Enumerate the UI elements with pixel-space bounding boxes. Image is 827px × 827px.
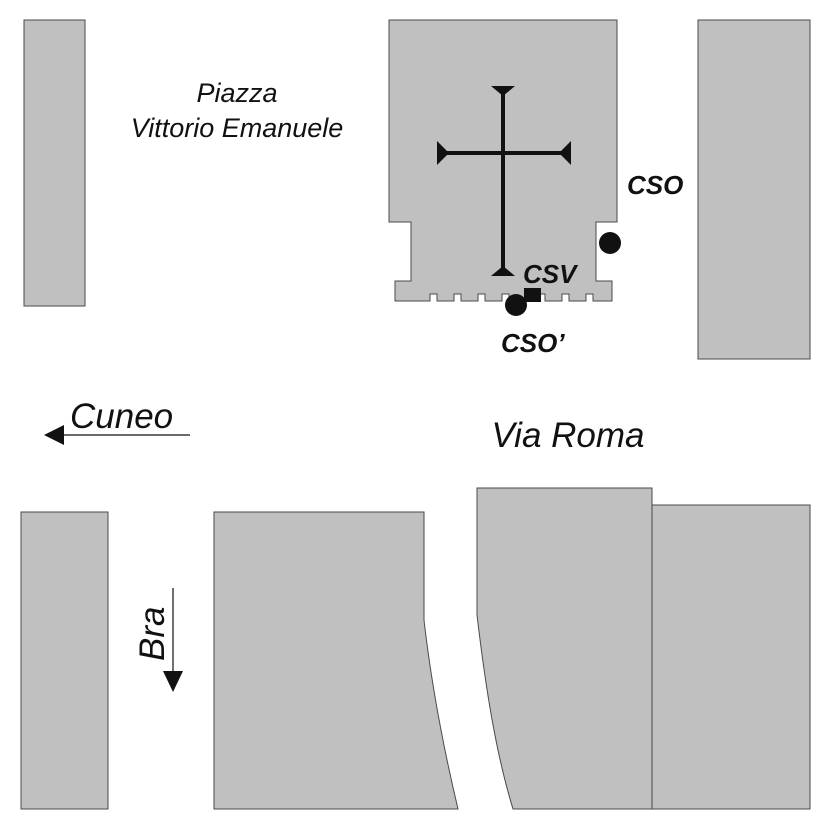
arrow-down-icon [163, 671, 183, 692]
cross-icon [437, 86, 571, 276]
building-bottom-center-right [476, 487, 653, 810]
piazza-label-line1: Piazza [196, 78, 277, 108]
cuneo-direction: Cuneo [44, 397, 190, 445]
building-bottom-center [213, 511, 459, 810]
cso-label: CSO [627, 170, 683, 200]
bra-label: Bra [133, 607, 172, 661]
csv-marker-icon [524, 288, 541, 302]
arrow-left-icon [44, 425, 64, 445]
cso-marker-icon [599, 232, 621, 254]
csv-label: CSV [523, 259, 579, 289]
bra-direction: Bra [133, 588, 183, 692]
cso-prime-marker-icon [505, 294, 527, 316]
cuneo-label: Cuneo [70, 397, 173, 436]
building-top-left [23, 19, 86, 307]
building-bottom-left [20, 511, 109, 810]
building-bottom-right [651, 504, 811, 810]
building-top-right [697, 19, 811, 360]
via-roma-label: Via Roma [491, 416, 644, 455]
piazza-label-line2: Vittorio Emanuele [131, 113, 344, 143]
cso-prime-label: CSO’ [501, 328, 565, 358]
